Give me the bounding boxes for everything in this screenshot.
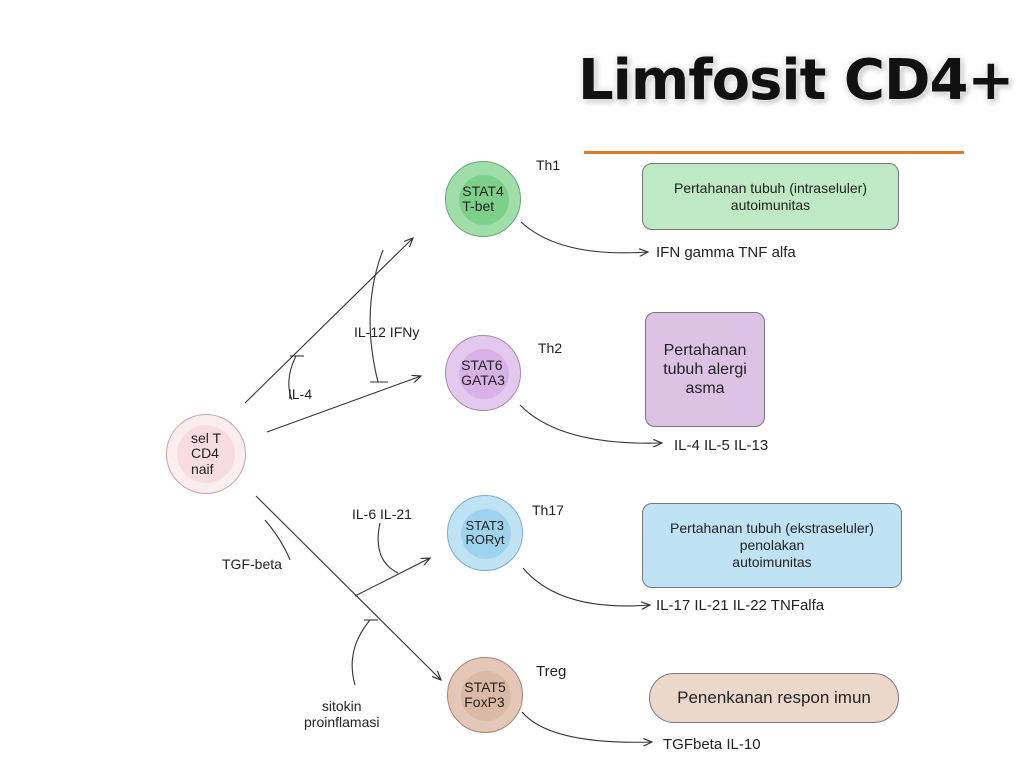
th17-function-box: Pertahanan tubuh (ekstraseluler) penolak… [642, 503, 902, 588]
th2-cytokines: IL-4 IL-5 IL-13 [674, 437, 769, 454]
arrow-naive-to-th2 [266, 376, 421, 433]
inhibit-il12-th2 [369, 249, 384, 383]
th17-cytokines: IL-17 IL-21 IL-22 TNFalfa [656, 597, 825, 614]
arrow-th17-cytokines [522, 567, 650, 606]
signal-tgf-beta: TGF-beta [222, 556, 282, 572]
th1-function-box: Pertahanan tubuh (intraseluler) autoimun… [642, 163, 899, 230]
signal-il6-curve [377, 522, 399, 574]
treg-function-box: Penenkanan respon imun [649, 673, 899, 723]
th17-cell: STAT3 RORyt [447, 495, 523, 571]
signal-il12-ifny: IL-12 IFNy [354, 324, 420, 340]
arrow-naive-to-th1 [244, 238, 413, 404]
treg-cell: STAT5 FoxP3 [447, 657, 523, 733]
arrow-treg-cytokines [521, 711, 652, 742]
th1-cell: STAT4 T-bet [445, 161, 521, 237]
treg-markers: STAT5 FoxP3 [464, 678, 506, 710]
signal-tgf-curve [264, 519, 291, 561]
inhibit-il4-th1 [288, 355, 297, 401]
th1-cytokines: IFN gamma TNF alfa [656, 244, 796, 261]
treg-label: Treg [536, 663, 567, 680]
arrow-th2-cytokines [519, 404, 662, 443]
treg-function-text: Penenkanan respon imun [677, 687, 871, 707]
th17-function-text: Pertahanan tubuh (ekstraseluler) penolak… [670, 520, 874, 570]
th2-label: Th2 [538, 340, 563, 356]
inhibit-proinflam-treg [351, 619, 371, 686]
th1-label: Th1 [536, 157, 561, 173]
signal-il6-il21: IL-6 IL-21 [352, 506, 412, 522]
arrow-naive-to-treg [255, 495, 441, 680]
naive-t-cell: sel T CD4 naif [166, 414, 246, 494]
page-title: Limfosit CD4+ [578, 48, 1014, 113]
signal-il4: IL-4 [288, 386, 313, 402]
naive-cell-label: sel T CD4 naif [190, 429, 222, 477]
treg-cytokines: TGFbeta IL-10 [663, 736, 761, 753]
title-underline [584, 151, 964, 154]
th1-markers: STAT4 T-bet [462, 182, 504, 214]
arrow-th1-cytokines [520, 221, 648, 253]
th2-markers: STAT6 GATA3 [461, 356, 505, 388]
th17-markers: STAT3 RORyt [465, 517, 505, 547]
th2-function-text: Pertahanan tubuh alergi asma [663, 341, 747, 398]
th17-label: Th17 [532, 502, 564, 518]
th2-function-box: Pertahanan tubuh alergi asma [645, 312, 765, 427]
signal-proinflammatory: sitokin proinflamasi [304, 698, 380, 731]
th2-cell: STAT6 GATA3 [445, 335, 521, 411]
arrow-branch-to-th17 [354, 558, 430, 597]
th1-function-text: Pertahanan tubuh (intraseluler) autoimun… [673, 179, 867, 213]
